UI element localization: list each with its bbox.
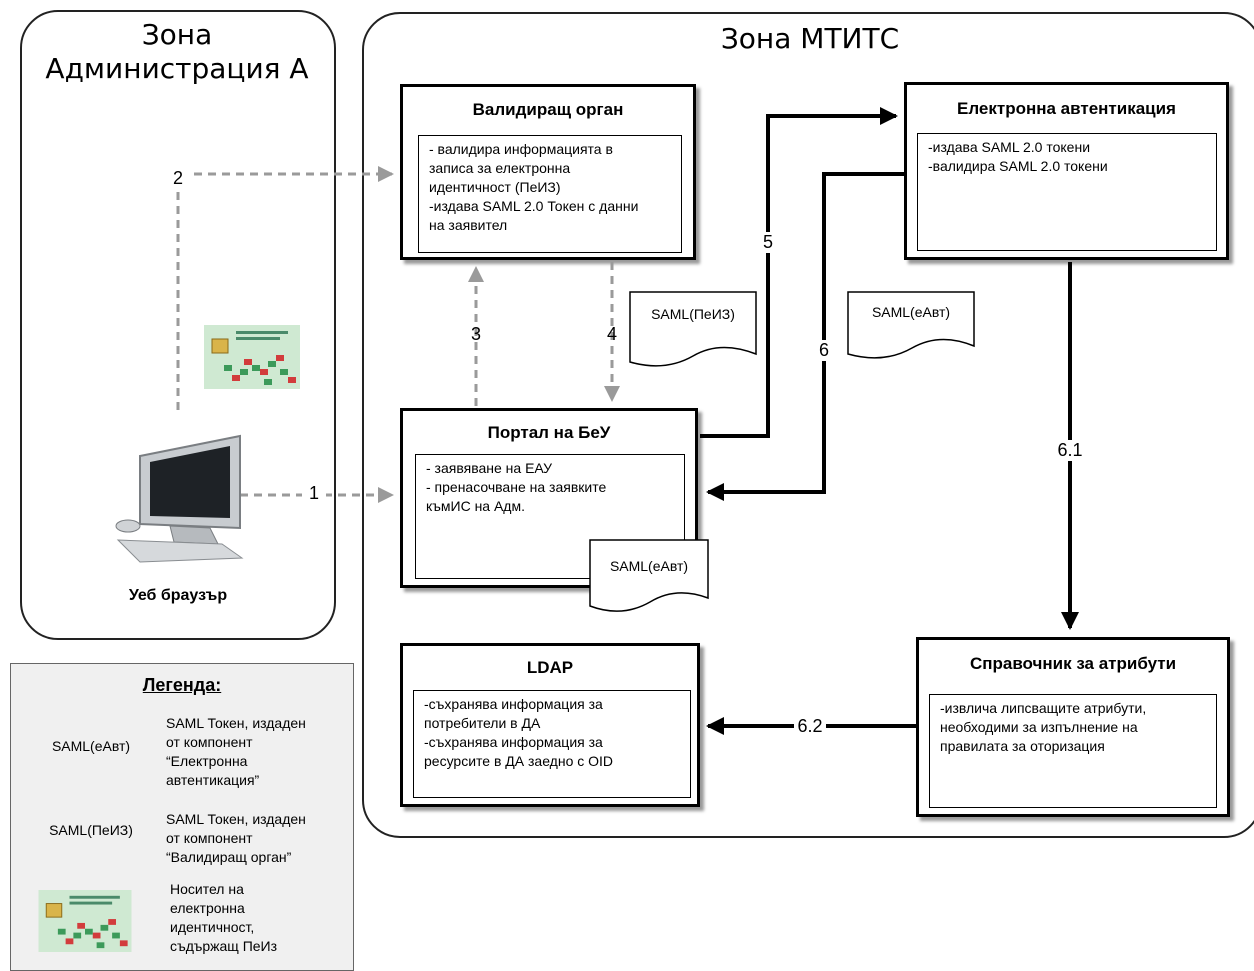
- validator-description: - валидира информацията в записа за елек…: [418, 135, 682, 253]
- eauth-line: -издава SAML 2.0 токени: [928, 139, 1091, 155]
- ldap-line: -съхранява информация за: [424, 734, 603, 750]
- flow-5-label: 5: [756, 232, 780, 253]
- flow-6-label: 6: [812, 340, 836, 361]
- flow-1-label: 1: [302, 483, 326, 504]
- web-browser-label: Уеб браузър: [128, 587, 228, 604]
- legend-line: SAML Токен, издаден: [166, 811, 306, 827]
- portal-title: Портал на БеУ: [487, 423, 611, 442]
- legend-line: от компонент: [166, 830, 253, 846]
- ldap-line: -съхранява информация за: [424, 696, 603, 712]
- legend-eavt-description: SAML Токен, издаден от компонент “Електр…: [166, 714, 346, 790]
- ldap-line: потребители в ДА: [424, 715, 541, 731]
- validator-line: на заявител: [429, 217, 508, 233]
- legend-peiz-description: SAML Токен, издаден от компонент “Валиди…: [166, 810, 346, 867]
- validator-box: Валидиращ орган - валидира информацията …: [400, 84, 696, 260]
- zone-mtits: [362, 12, 1254, 838]
- validator-line: -издава SAML 2.0 Токен с данни: [429, 198, 639, 214]
- legend-peiz-label: SAML(ПеИЗ): [49, 822, 133, 838]
- attrs-line: правилата за оторизация: [940, 738, 1105, 754]
- legend-line: Носител на: [170, 881, 244, 897]
- flow-4-label: 4: [606, 324, 617, 344]
- attribute-directory-description: -извлича липсващите атрибути, необходими…: [929, 694, 1217, 808]
- zone-mtits-title: Зона МТИТС: [720, 22, 900, 55]
- legend-line: “Електронна: [166, 753, 248, 769]
- eauth-description: -издава SAML 2.0 токени -валидира SAML 2…: [917, 133, 1217, 251]
- ldap-line: ресурсите в ДА заедно с OID: [424, 753, 614, 769]
- ldap-box: LDAP -съхранява информация за потребител…: [400, 643, 700, 807]
- validator-line: записа за електронна: [429, 160, 571, 176]
- flow-6-2-label: 6.2: [794, 716, 826, 737]
- computer-icon: [115, 434, 244, 563]
- attribute-directory-title: Справочник за атрибути: [969, 654, 1177, 673]
- legend-line: съдържащ ПеИз: [170, 938, 278, 954]
- zone-administration: [20, 10, 336, 640]
- legend-line: “Валидиращ орган”: [166, 849, 292, 865]
- flow-5-arrow: [700, 107, 898, 438]
- flow-6-arrow: [706, 172, 904, 501]
- flow-2-label: 2: [166, 168, 190, 189]
- legend-line: идентичност,: [170, 919, 255, 935]
- flow-6-1-label: 6.1: [1050, 440, 1090, 461]
- validator-title: Валидиращ орган: [472, 100, 624, 119]
- legend-smart-card-icon: [38, 890, 132, 952]
- portal-line: - пренасочване на заявките: [426, 479, 607, 495]
- eauth-line: -валидира SAML 2.0 токени: [928, 158, 1108, 174]
- eavt-token-label: SAML(еАвт): [871, 304, 951, 320]
- legend-card-description: Носител на електронна идентичност, съдър…: [170, 880, 346, 956]
- peiz-token-document: [629, 291, 757, 367]
- portal-token-label: SAML(еАвт): [609, 558, 689, 574]
- attribute-directory-box: Справочник за атрибути -извлича липсващи…: [916, 637, 1230, 817]
- eavt-token-document: [847, 291, 975, 359]
- eauth-title: Електронна автентикация: [957, 99, 1176, 118]
- legend-line: автентикация”: [166, 772, 260, 788]
- flow-3-label: 3: [470, 324, 481, 344]
- portal-token-document: [589, 539, 709, 612]
- eauth-box: Електронна автентикация -издава SAML 2.0…: [904, 82, 1229, 260]
- validator-line: - валидира информацията в: [429, 141, 613, 157]
- legend-line: електронна: [170, 900, 245, 916]
- ldap-description: -съхранява информация за потребители в Д…: [413, 690, 691, 798]
- legend-line: SAML Токен, издаден: [166, 715, 306, 731]
- legend-line: от компонент: [166, 734, 253, 750]
- flow-2-arrow: [176, 166, 394, 410]
- smart-card-icon: [204, 325, 300, 389]
- peiz-token-label: SAML(ПеИЗ): [651, 306, 735, 322]
- portal-line: къмИС на Адм.: [426, 498, 525, 514]
- legend-eavt-label: SAML(еАвт): [51, 738, 131, 754]
- validator-line: идентичност (ПеИЗ): [429, 179, 561, 195]
- zone-administration-title: Зона Администрация А: [45, 18, 309, 85]
- portal-line: - заявяване на ЕАУ: [426, 460, 553, 476]
- ldap-title: LDAP: [526, 658, 574, 677]
- attrs-line: необходими за изпълнение на: [940, 719, 1138, 735]
- legend-title: Легенда:: [142, 675, 222, 695]
- attrs-line: -извлича липсващите атрибути,: [940, 700, 1147, 716]
